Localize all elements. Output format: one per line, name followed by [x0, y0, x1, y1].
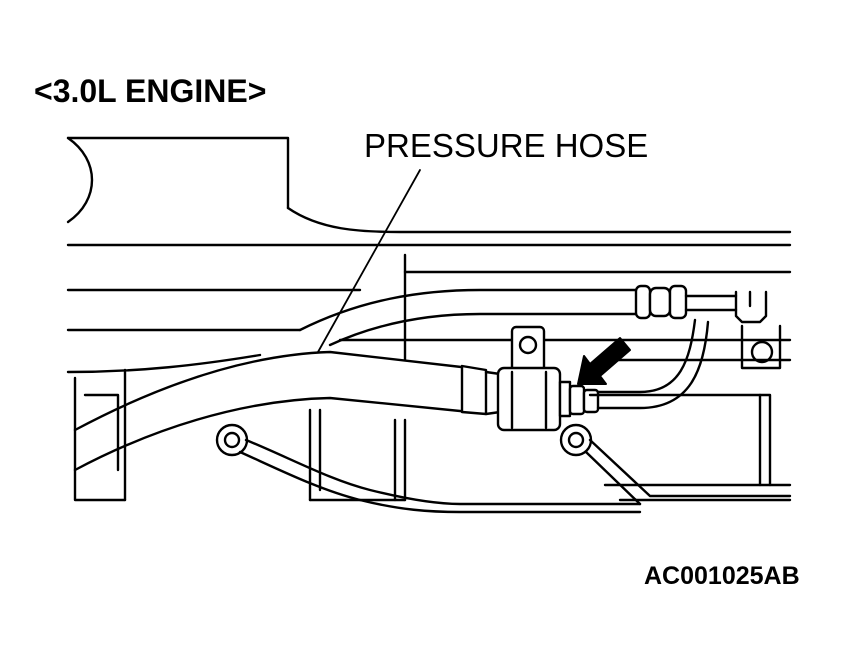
callout-leader: [317, 169, 421, 353]
upper-cover: [66, 136, 792, 247]
connection-arrow: [577, 337, 631, 385]
return-tube: [298, 284, 782, 370]
figure-code: AC001025AB: [644, 562, 800, 590]
hose-fitting: [496, 318, 710, 432]
lower-tube: [215, 423, 792, 514]
frame-rails: [66, 253, 792, 374]
engine-title: <3.0L ENGINE>: [34, 73, 266, 109]
gear-housing: [73, 368, 792, 502]
pressure-hose-label: PRESSURE HOSE: [364, 127, 648, 164]
